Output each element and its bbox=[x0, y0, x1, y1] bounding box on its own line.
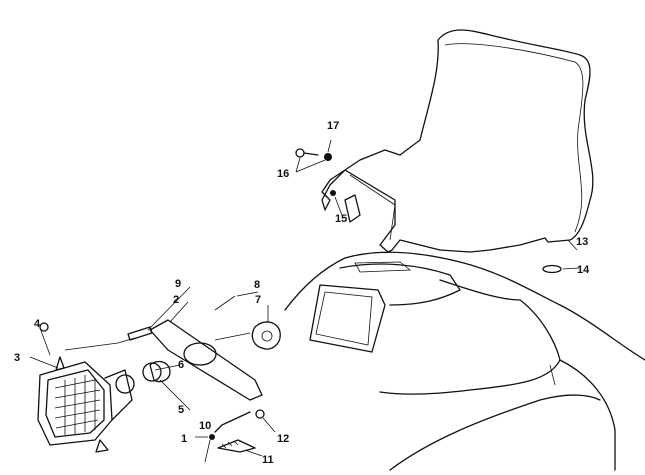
windshield bbox=[321, 29, 594, 253]
hood bbox=[284, 251, 645, 471]
callout-9: 9 bbox=[175, 278, 181, 290]
callout-16: 16 bbox=[277, 168, 289, 180]
callout-labels: 1 2 3 4 5 6 7 8 9 10 11 12 13 14 15 16 1… bbox=[14, 120, 590, 466]
callout-8: 8 bbox=[254, 279, 260, 291]
callout-10: 10 bbox=[199, 420, 211, 432]
mounting-bracket bbox=[127, 286, 281, 463]
callout-12: 12 bbox=[277, 433, 289, 445]
callout-2: 2 bbox=[173, 294, 179, 306]
callout-4: 4 bbox=[34, 318, 41, 330]
callout-11: 11 bbox=[262, 454, 274, 466]
headlight bbox=[29, 322, 162, 453]
callout-5: 5 bbox=[178, 404, 184, 416]
callout-7: 7 bbox=[255, 294, 261, 306]
callout-3: 3 bbox=[14, 352, 20, 364]
callout-1: 1 bbox=[181, 433, 187, 445]
screw-nut bbox=[295, 139, 580, 274]
callout-15: 15 bbox=[335, 213, 347, 225]
callout-14: 14 bbox=[577, 264, 590, 276]
callout-13: 13 bbox=[576, 236, 588, 248]
callout-17: 17 bbox=[327, 120, 339, 132]
callout-6: 6 bbox=[178, 359, 184, 371]
